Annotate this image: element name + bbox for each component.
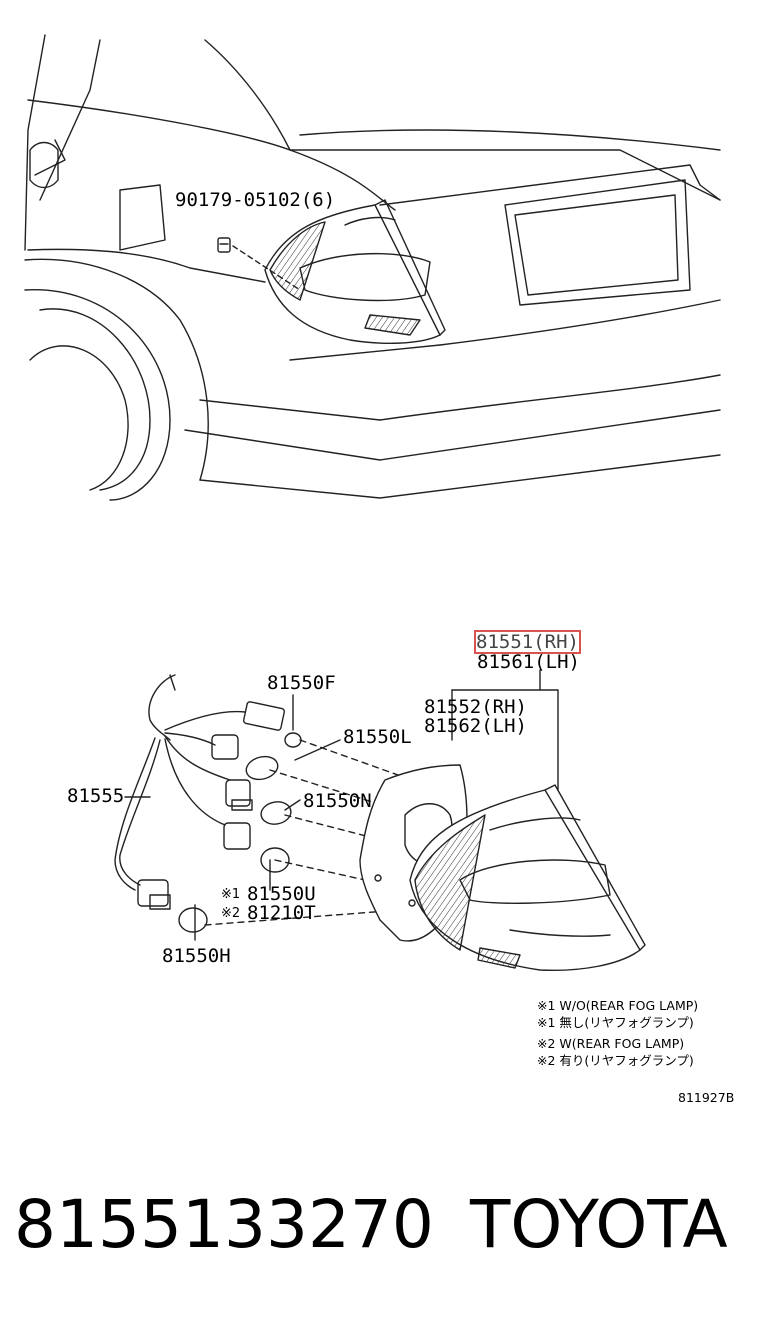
sockets-and-bulbs xyxy=(137,701,302,933)
label-bolt: 90179-05102(6) xyxy=(175,189,336,211)
label-lens-lh: 81562(LH) xyxy=(424,715,527,737)
reference-code: 811927B xyxy=(678,1090,735,1105)
brand-name: TOYOTA xyxy=(470,1186,728,1263)
note-4: ※2 有り(リヤフォグランプ) xyxy=(537,1053,694,1068)
car-body-outline xyxy=(24,34,721,501)
note-2: ※1 無し(リヤフォグランプ) xyxy=(537,1015,694,1030)
parts-diagram: 90179-05102(6) 81551(RH) 81561(LH) 81552… xyxy=(24,34,735,1105)
label-lens-rh: 81552(RH) xyxy=(424,696,527,718)
label-socket-f: 81550F xyxy=(267,672,336,694)
label-wire: 81555 xyxy=(67,785,125,807)
note-3: ※2 W(REAR FOG LAMP) xyxy=(537,1036,685,1051)
label-socket-t: 81210T xyxy=(247,902,316,924)
leader-lines xyxy=(124,669,559,941)
label-lamp-rh-highlighted[interactable]: 81551(RH) xyxy=(474,630,581,654)
label-socket-n: 81550N xyxy=(303,790,372,812)
upper-tail-lamp xyxy=(264,199,446,344)
label-lamp-lh: 81561(LH) xyxy=(477,651,580,673)
label-socket-l: 81550L xyxy=(343,726,412,748)
part-number: 8155133270 xyxy=(14,1186,434,1263)
footer: 8155133270 TOYOTA xyxy=(0,1185,760,1285)
diagram-drawing xyxy=(24,34,721,972)
label-socket-h: 81550H xyxy=(162,945,231,967)
note-1: ※1 W/O(REAR FOG LAMP) xyxy=(537,998,699,1013)
wiring-harness xyxy=(114,674,246,891)
label-socket-u: 81550U xyxy=(247,883,316,905)
tail-lamp-assembly xyxy=(409,784,646,972)
bolt-icon xyxy=(217,237,301,291)
mark-2: ※2 xyxy=(221,906,241,921)
mark-1: ※1 xyxy=(221,887,241,902)
